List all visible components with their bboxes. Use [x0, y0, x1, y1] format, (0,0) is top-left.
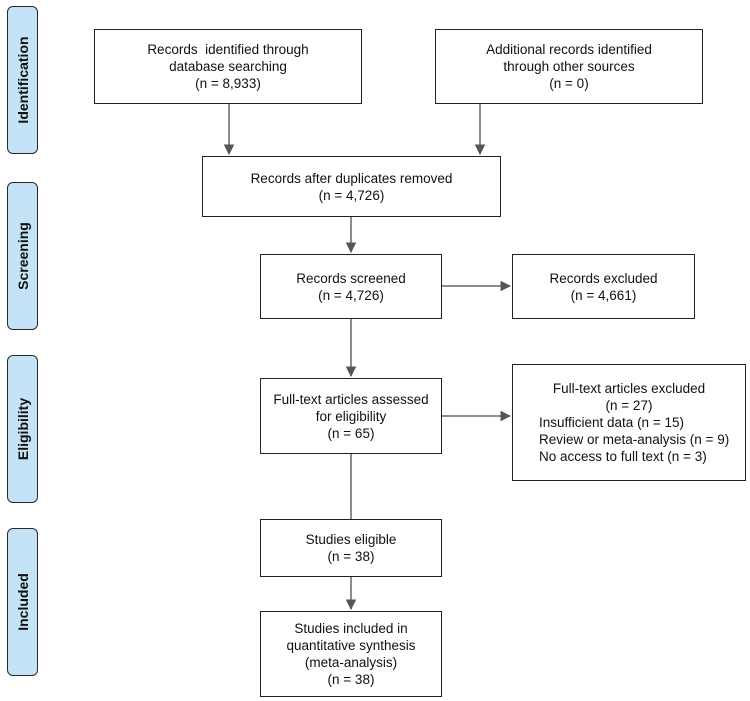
box-full-text-excluded: Full-text articles excluded (n = 27) Ins…	[512, 364, 746, 481]
exclusion-reason: No access to full text (n = 3)	[539, 449, 707, 464]
box-database-search: Records identified through database sear…	[94, 29, 362, 104]
box-records-excluded: Records excluded (n = 4,661)	[512, 254, 695, 319]
phase-screening: Screening	[7, 182, 38, 330]
eligible-count: (n = 38)	[327, 549, 375, 564]
included-line1: Studies included in	[294, 621, 408, 636]
box-other-sources: Additional records identified through ot…	[435, 29, 703, 104]
box-records-screened: Records screened (n = 4,726)	[260, 254, 442, 319]
screened-label: Records screened	[296, 270, 406, 286]
box-studies-eligible: Studies eligible (n = 38)	[260, 519, 442, 577]
full-text-assessed-count: (n = 65)	[327, 425, 375, 441]
included-line3: (meta-analysis)	[304, 655, 398, 670]
db-search-count: (n = 8,933)	[195, 76, 261, 91]
db-search-line2: database searching	[169, 59, 287, 74]
db-search-line1: Records identified through	[147, 42, 309, 57]
included-count: (n = 38)	[327, 672, 375, 687]
box-duplicates-removed: Records after duplicates removed (n = 4,…	[202, 156, 501, 217]
excluded-count: (n = 4,661)	[570, 287, 637, 303]
phase-eligibility: Eligibility	[7, 355, 38, 503]
other-sources-line1: Additional records identified	[486, 42, 652, 57]
phase-included: Included	[7, 528, 38, 676]
phase-identification: Identification	[7, 6, 38, 154]
screened-count: (n = 4,726)	[318, 287, 384, 303]
box-studies-included: Studies included in quantitative synthes…	[260, 611, 442, 697]
eligible-label: Studies eligible	[305, 532, 397, 547]
box-full-text-assessed: Full-text articles assessed for eligibil…	[260, 378, 442, 454]
exclusion-reason: Review or meta-analysis (n = 9)	[539, 432, 730, 447]
full-text-assessed-line1: Full-text articles assessed	[273, 391, 429, 407]
full-text-excluded-count: (n = 27)	[605, 398, 653, 413]
full-text-excluded-label: Full-text articles excluded	[552, 381, 706, 396]
full-text-assessed-line2: for eligibility	[315, 408, 387, 424]
duplicates-removed-label: Records after duplicates removed	[250, 170, 453, 186]
other-sources-count: (n = 0)	[549, 76, 589, 91]
included-line2: quantitative synthesis	[286, 638, 416, 653]
excluded-label: Records excluded	[549, 270, 658, 286]
other-sources-line2: through other sources	[503, 59, 635, 74]
duplicates-removed-count: (n = 4,726)	[318, 187, 385, 203]
exclusion-reason: Insufficient data (n = 15)	[539, 415, 684, 430]
